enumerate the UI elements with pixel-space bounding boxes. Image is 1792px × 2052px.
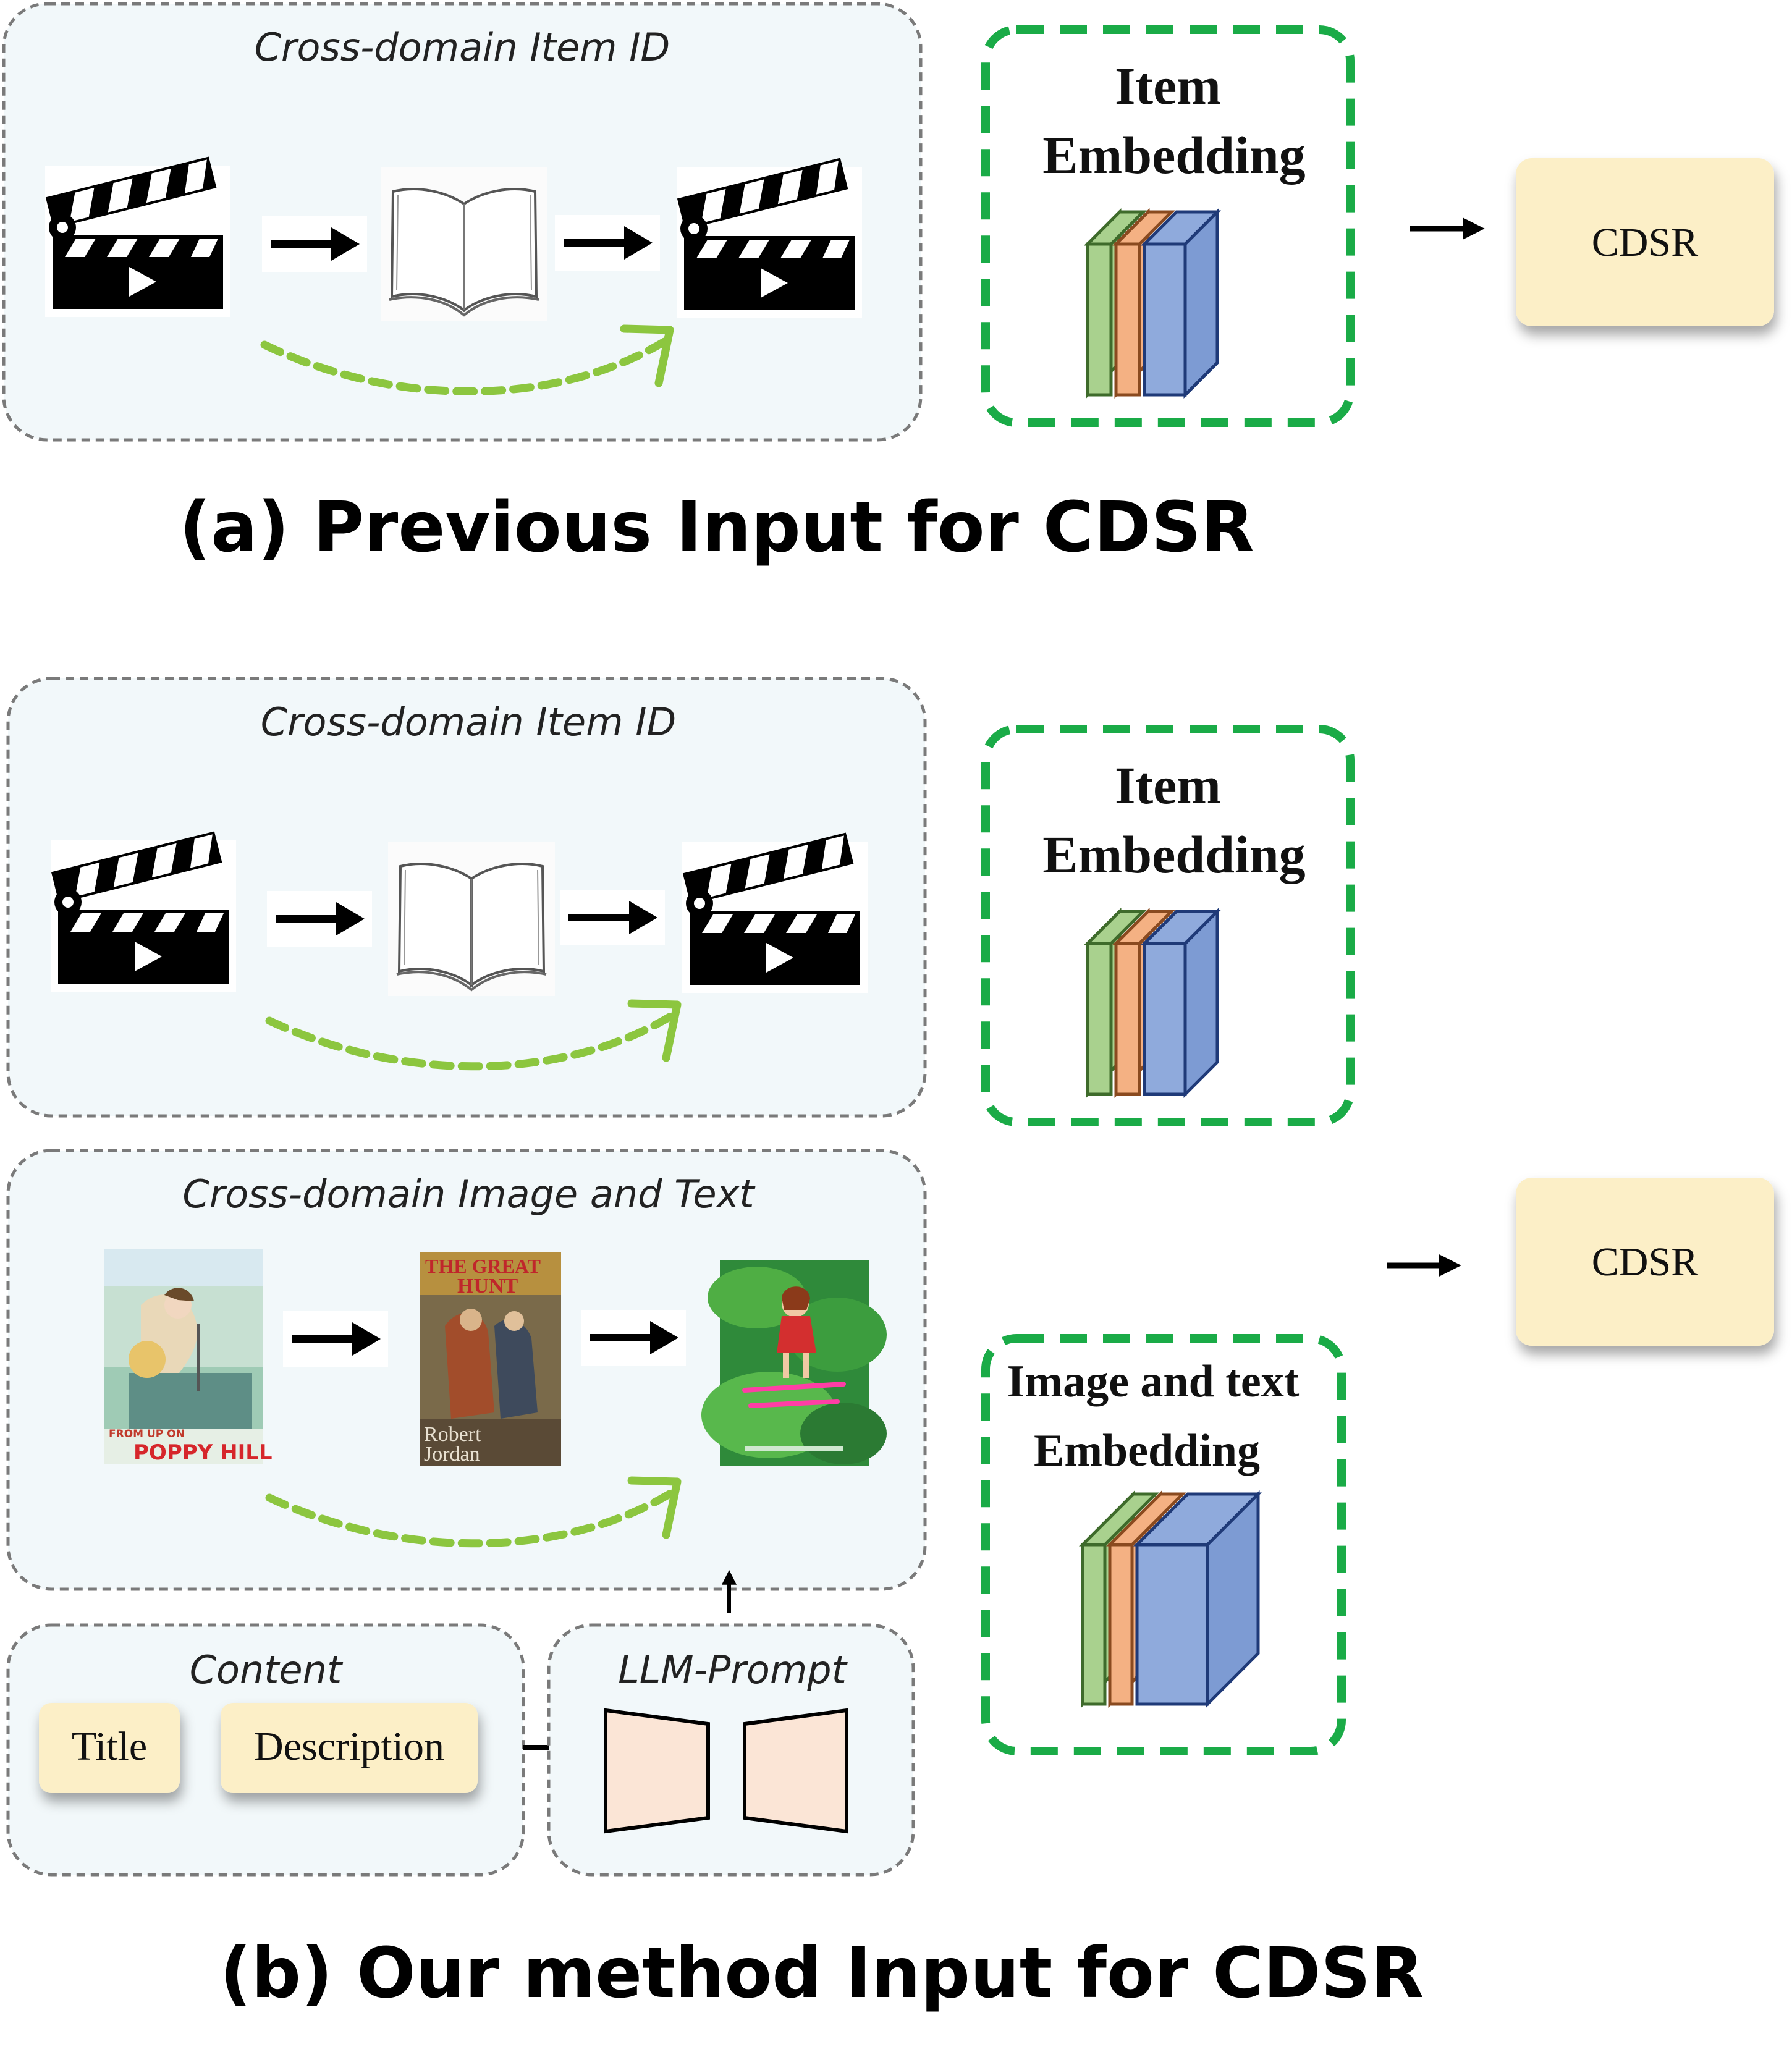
- movie-poster-1-image: FROM UP ON POPPY HILL: [104, 1249, 273, 1465]
- panel-a-embedding-line1: Item: [1115, 56, 1221, 116]
- cross-domain-dashed-arrow: [265, 1010, 678, 1071]
- content-description-chip-label: Description: [254, 1724, 444, 1769]
- panel-b-it-embedding-line2: Embedding: [1034, 1425, 1260, 1476]
- poster2-title-line1: THE GREAT: [425, 1255, 541, 1277]
- book-cover-image: THE GREAT HUNT Robert Jordan: [420, 1252, 561, 1466]
- panel-b-content-title: Content: [190, 1647, 344, 1692]
- panel-b-cdsr-box: [1516, 1178, 1774, 1346]
- arrow-right-icon: [581, 1310, 686, 1366]
- clapperboard-icon: [45, 156, 230, 317]
- poster1-title-line1: FROM UP ON: [109, 1428, 185, 1440]
- panel-a-item-embedding-box: [981, 25, 1355, 427]
- dashed-arrow-head: [620, 324, 674, 387]
- clapperboard-icon: [682, 832, 868, 993]
- panel-b-item-embedding-line2: Embedding: [1042, 825, 1305, 884]
- llm-decoder-icon: [743, 1708, 848, 1834]
- content-title-chip: [39, 1703, 180, 1793]
- content-description-chip: [221, 1703, 478, 1793]
- poster1-title-line2: POPPY HILL: [133, 1440, 273, 1465]
- dashed-arrow-head: [627, 1476, 682, 1539]
- panel-b-image-text-title: Cross-domain Image and Text: [182, 1172, 756, 1217]
- panel-b-caption: (b) Our method Input for CDSR: [220, 1933, 1424, 2014]
- book-icon: [387, 840, 556, 997]
- arrow-right-icon: [555, 215, 660, 271]
- panel-b-item-embedding-line1: Item: [1115, 756, 1221, 815]
- arrow-right-icon: [262, 216, 367, 272]
- poster2-author-line1: Robert: [424, 1423, 481, 1446]
- panel-b-it-embedding-line1: Image and text: [1007, 1356, 1300, 1407]
- llm-encoder-icon: [604, 1708, 710, 1834]
- panel-b: Cross-domain Item ID Cross-domain Image …: [6, 677, 1774, 2014]
- poster2-author-line2: Jordan: [424, 1443, 480, 1466]
- panel-a: Cross-domain Item ID Item Embedding CDSR…: [2, 2, 1774, 568]
- panel-b-llm-title: LLM-Prompt: [618, 1647, 848, 1692]
- panel-b-item-embedding-box: [981, 725, 1355, 1126]
- embedding-stack-icon: [1083, 907, 1222, 1099]
- embedding-stack-icon: [1078, 1490, 1262, 1708]
- panel-a-embedding-line2: Embedding: [1042, 125, 1305, 185]
- embedding-stack-icon: [1083, 208, 1222, 399]
- panel-a-caption: (a) Previous Input for CDSR: [179, 488, 1254, 568]
- panel-a-cdsr-box: [1516, 158, 1774, 326]
- poster2-title-line2: HUNT: [457, 1275, 518, 1298]
- panel-b-image-text-embedding-box: [981, 1334, 1346, 1755]
- panel-a-item-id-title: Cross-domain Item ID: [255, 25, 670, 70]
- panel-b-item-id-title: Cross-domain Item ID: [261, 699, 676, 745]
- dashed-arrow-head: [627, 999, 682, 1062]
- clapperboard-icon: [51, 831, 236, 992]
- content-title-chip-label: Title: [72, 1724, 147, 1769]
- cross-domain-dashed-arrow: [265, 1487, 678, 1548]
- arrow-right-icon: [267, 891, 372, 947]
- cross-domain-dashed-arrow: [260, 336, 672, 396]
- panel-b-cdsr-label: CDSR: [1592, 1239, 1698, 1285]
- clapperboard-icon: [677, 158, 862, 318]
- movie-poster-3-image: [701, 1260, 887, 1466]
- book-icon: [379, 166, 549, 323]
- arrow-right-icon: [283, 1311, 388, 1367]
- panel-a-cdsr-label: CDSR: [1592, 220, 1698, 265]
- arrow-right-icon: [560, 890, 665, 945]
